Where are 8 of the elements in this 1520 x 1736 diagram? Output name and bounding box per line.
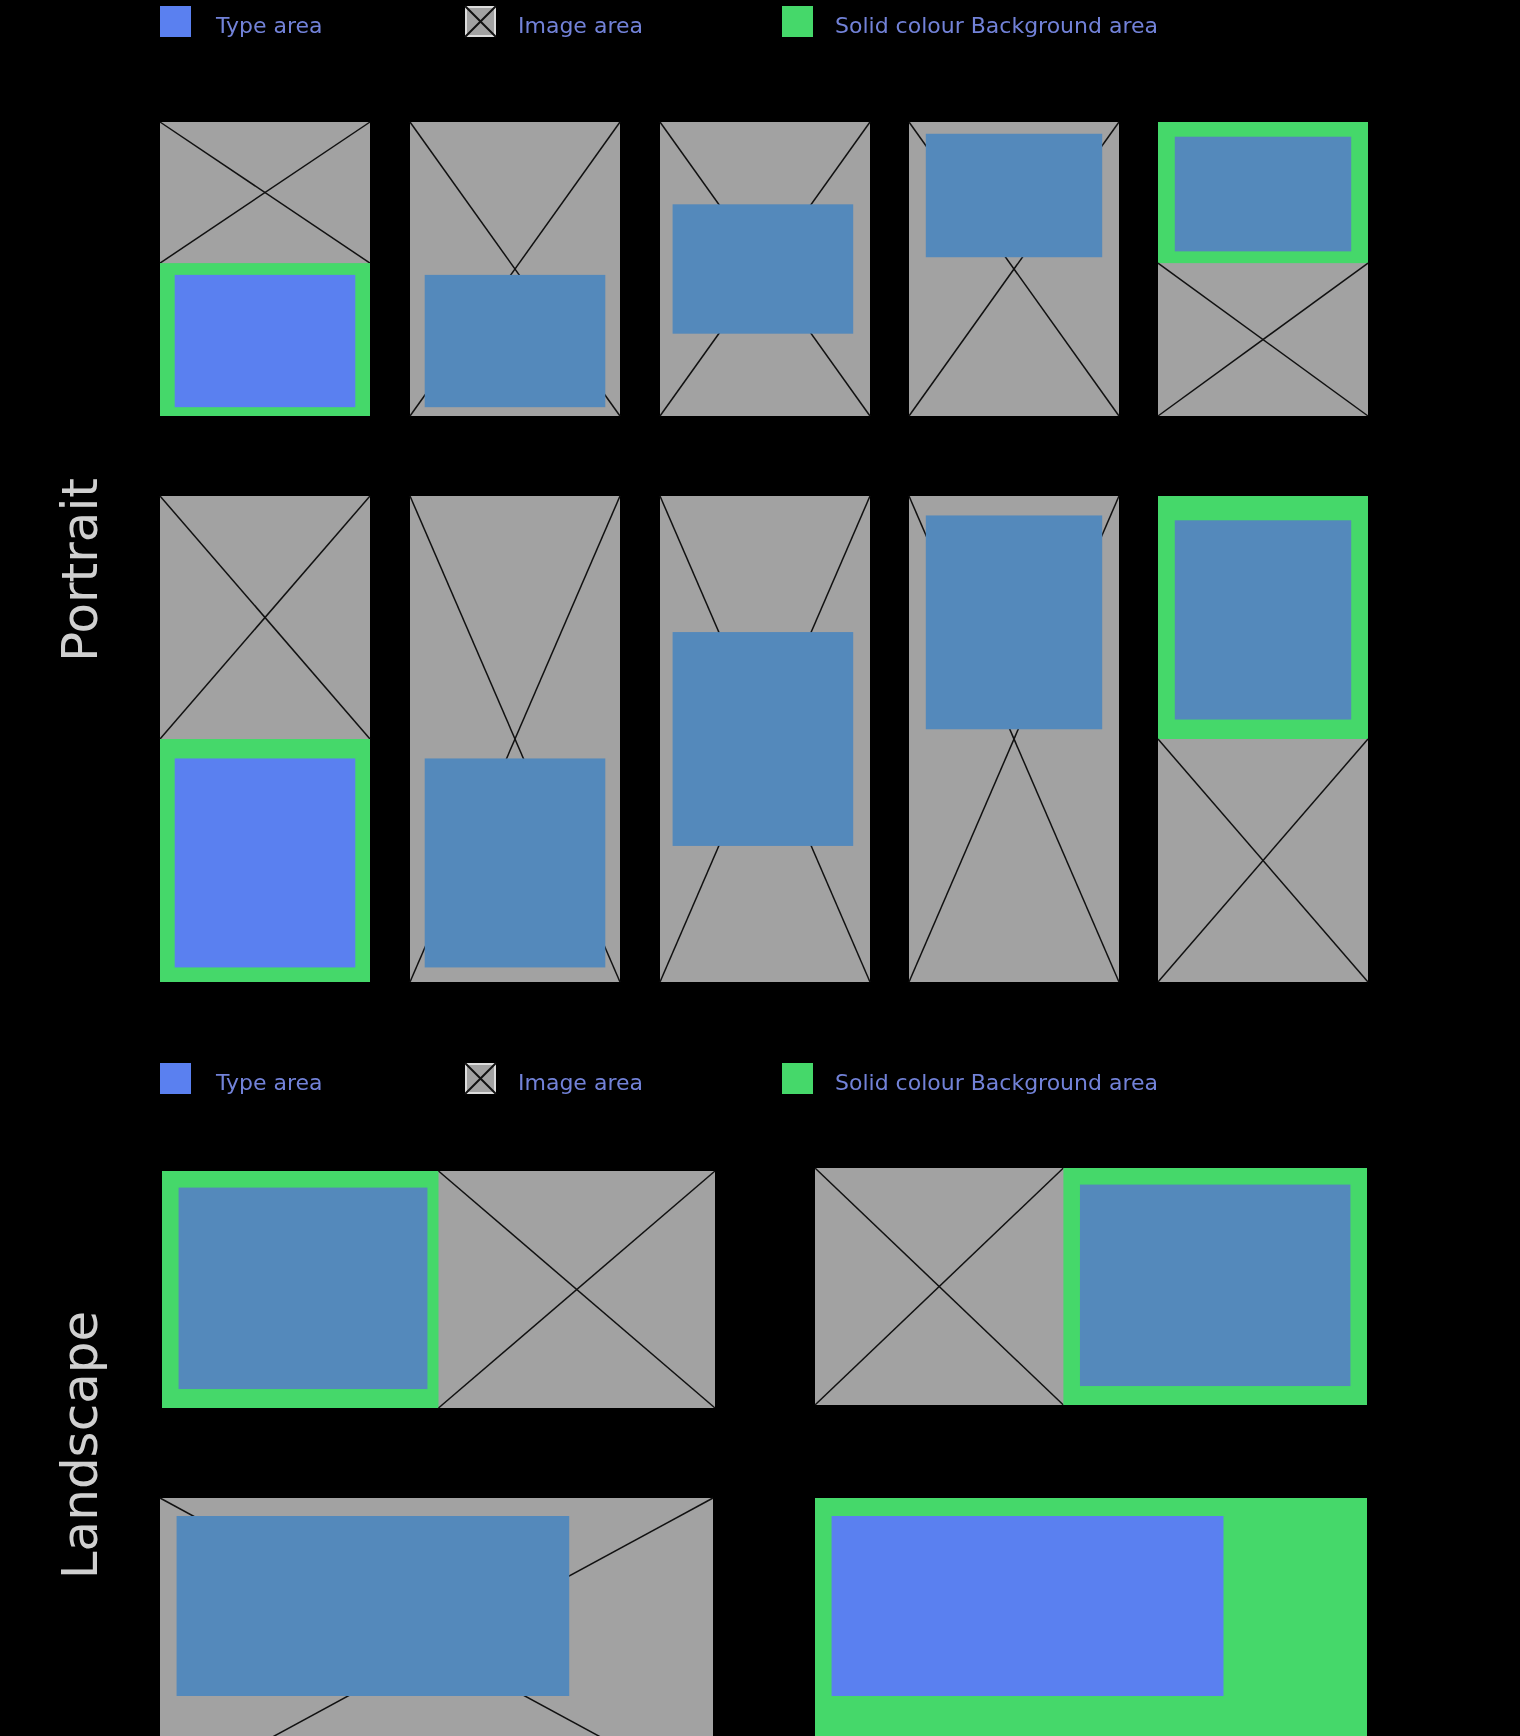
legend-label: Type area (216, 12, 323, 40)
legend-label: Solid colour Background area (835, 12, 1159, 40)
legend-label: Type area (216, 1069, 323, 1097)
section-label: Landscape (49, 1310, 110, 1580)
legend-label: Image area (518, 1069, 643, 1097)
legend-label: Solid colour Background area (835, 1069, 1159, 1097)
section-label: Portrait (49, 478, 110, 662)
legend-label: Image area (518, 12, 643, 40)
